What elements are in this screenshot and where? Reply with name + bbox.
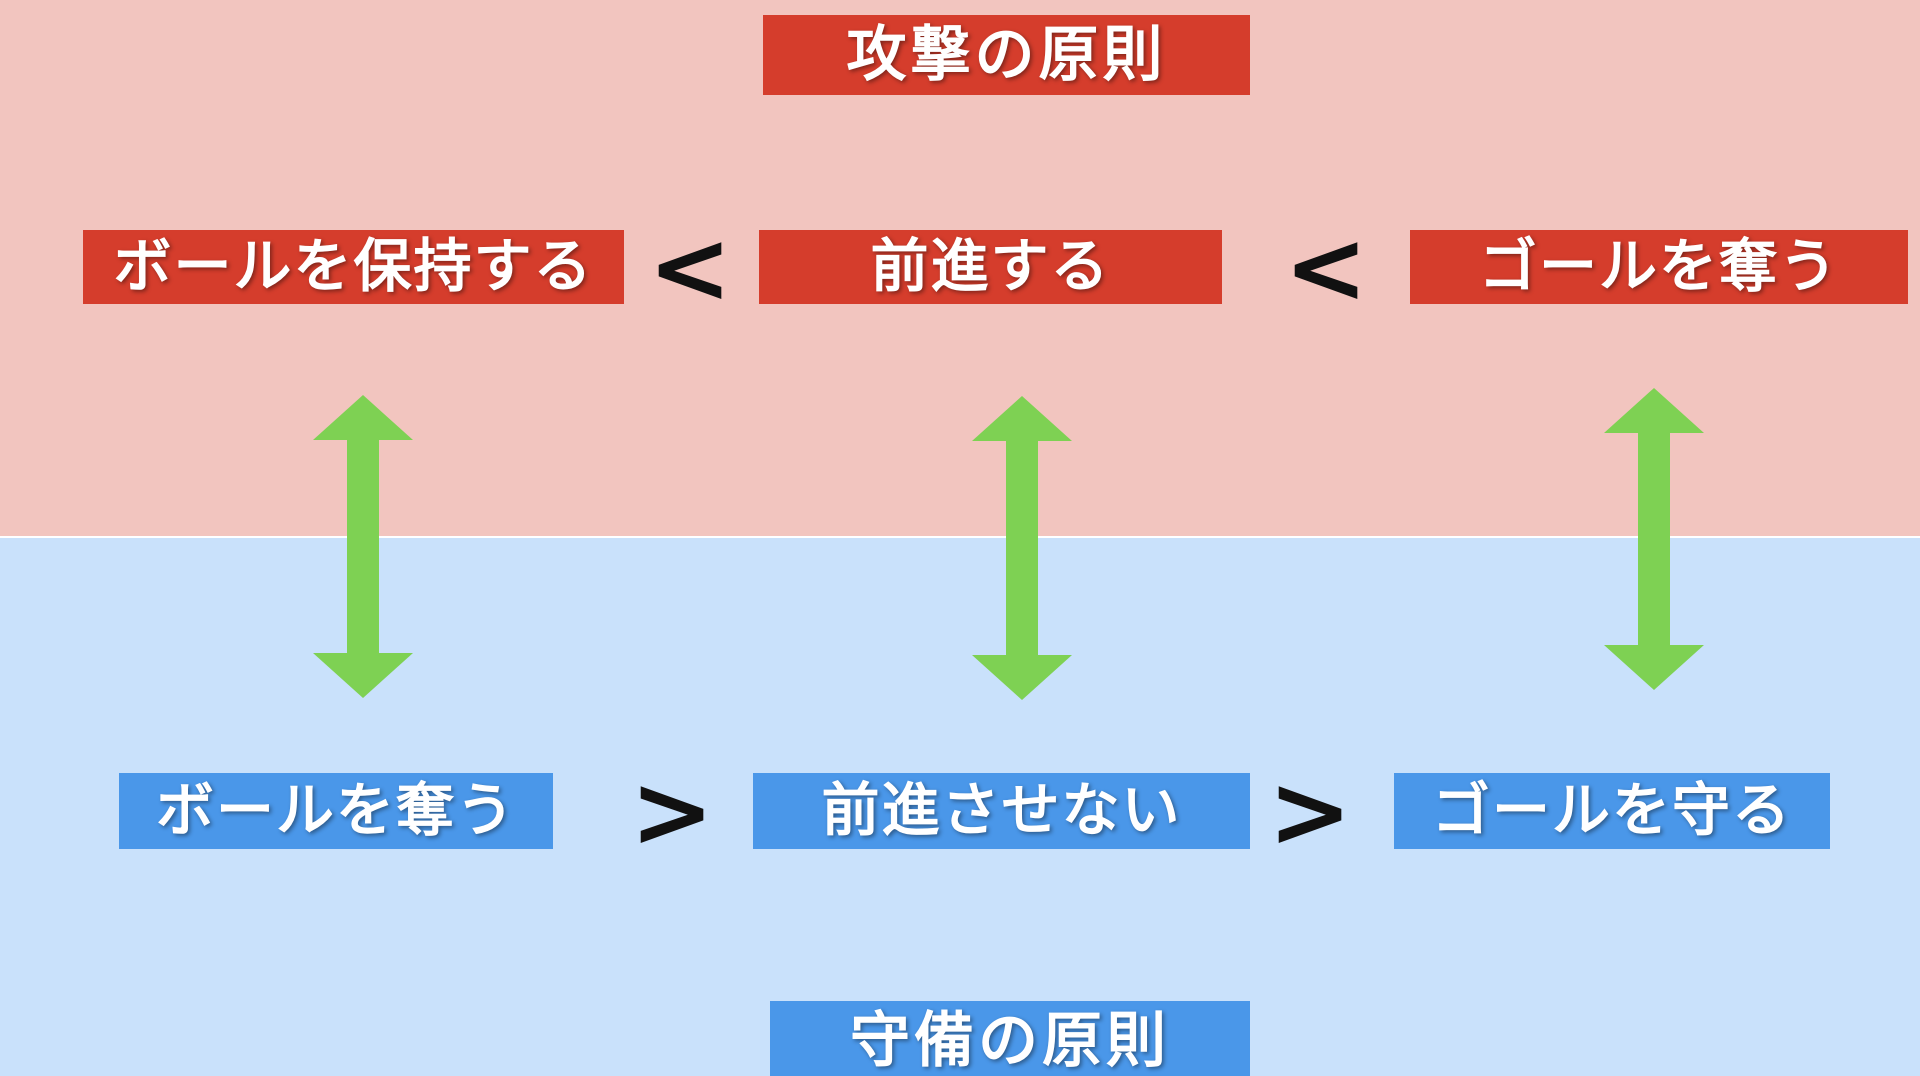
defense-principles-title: 守備の原則 <box>770 1001 1250 1076</box>
section-divider <box>0 536 1920 538</box>
attack-box-keep-ball: ボールを保持する <box>83 230 624 304</box>
attack-box-advance: 前進する <box>759 230 1222 304</box>
attack-principles-title: 攻撃の原則 <box>763 15 1250 95</box>
less-than-symbol: < <box>1284 209 1368 326</box>
greater-than-symbol: > <box>630 753 714 870</box>
defense-box-prevent-advance: 前進させない <box>753 773 1250 849</box>
defense-box-protect-goal: ゴールを守る <box>1394 773 1830 849</box>
attack-box-take-goal: ゴールを奪う <box>1410 230 1908 304</box>
less-than-symbol: < <box>648 209 732 326</box>
greater-than-symbol: > <box>1268 753 1352 870</box>
defense-box-win-ball: ボールを奪う <box>119 773 553 849</box>
